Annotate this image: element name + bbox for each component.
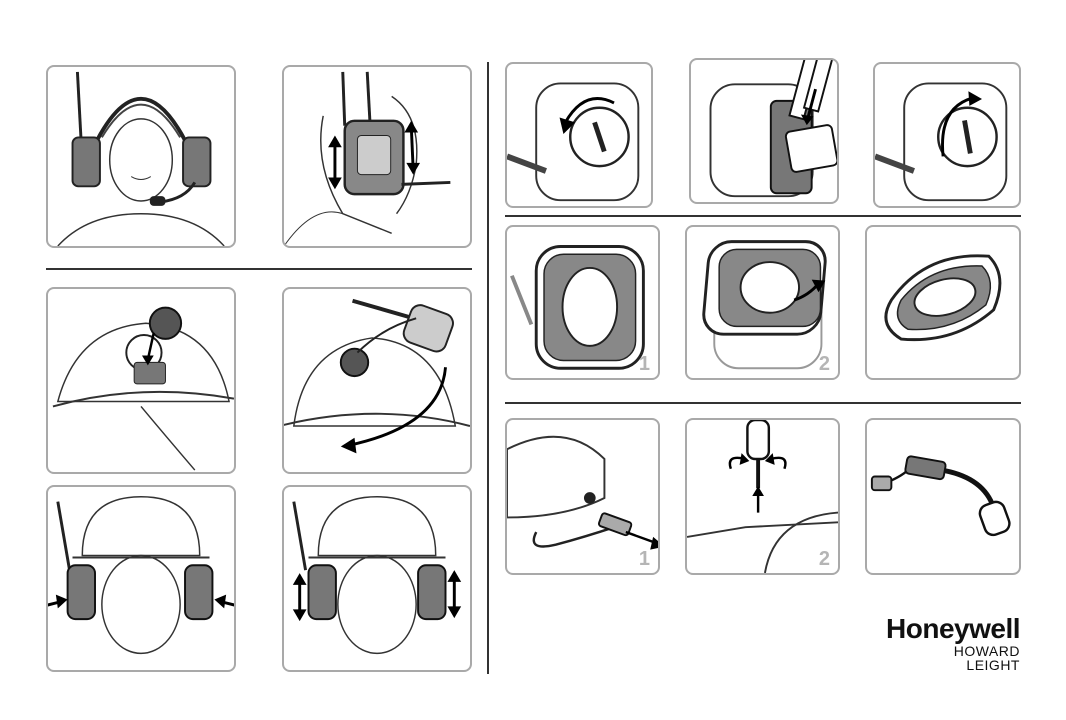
helmet-earmuff-press-illustration [48,487,234,670]
panel-wear-headband [46,65,236,248]
panel-rotate-mic-helmet [282,287,472,474]
panel-helmet-earmuff-adjust [282,485,472,672]
right-section-divider-top [505,215,1021,217]
helmet-rotate-mic-illustration [284,289,470,472]
panel-battery-cover-close [873,62,1021,208]
cushion-new-illustration [867,227,1019,378]
brand-sub-line-1: HOWARD [886,644,1020,658]
brand-logo: Honeywell HOWARD LEIGHT [886,614,1020,672]
battery-insert-illustration [691,60,837,202]
mic-unplug-illustration [507,420,658,573]
step-number: 2 [819,548,830,571]
panel-mic-unplug: 1 [505,418,660,575]
headband-adjust-illustration [284,67,470,246]
mic-boom-illustration [867,420,1019,573]
panel-adjust-headband-height [282,65,472,248]
brand-name: Honeywell [886,614,1020,644]
helmet-earmuff-adjust-illustration [284,487,470,670]
battery-cover-close-illustration [875,64,1019,206]
brand-sub-line-2: LEIGHT [886,658,1020,672]
panel-battery-cover-open [505,62,653,208]
headset-wearer-illustration [48,67,234,246]
right-section-divider-bottom [505,402,1021,404]
cushion-remove-illustration [507,227,658,378]
helmet-adapter-illustration [48,289,234,472]
panel-attach-helmet-adapter [46,287,236,474]
panel-cushion-install: 2 [685,225,840,380]
panel-helmet-earmuff-press [46,485,236,672]
panel-cushion-remove: 1 [505,225,660,380]
panel-mic-screw: 2 [685,418,840,575]
battery-cover-open-illustration [507,64,651,206]
step-number: 1 [639,548,650,571]
panel-cushion-new [865,225,1021,380]
left-section-divider [46,268,472,270]
step-number: 2 [819,353,830,376]
step-number: 1 [639,353,650,376]
cushion-install-illustration [687,227,838,378]
mic-screw-illustration [687,420,838,573]
center-divider [487,62,489,674]
panel-battery-insert [689,58,839,204]
panel-mic-boom [865,418,1021,575]
